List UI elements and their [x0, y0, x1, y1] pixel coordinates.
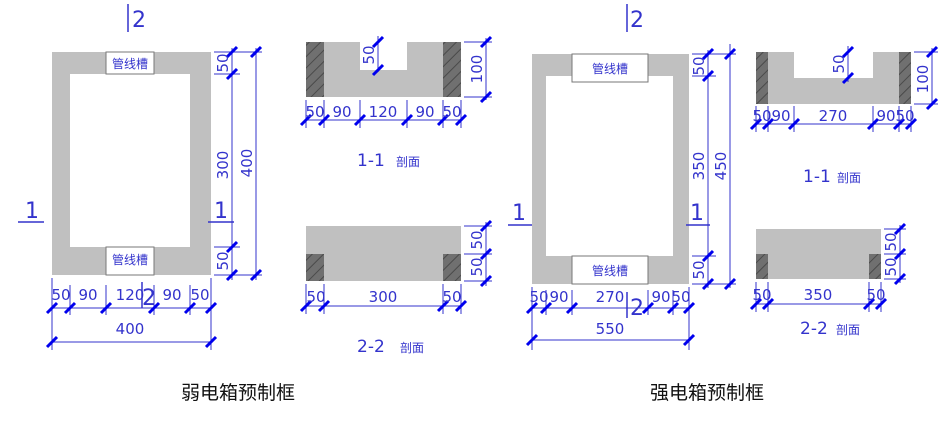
weak-s2-dim-r0: 50 [468, 230, 486, 249]
strong-section-mark-1-right: 1 [690, 201, 704, 226]
weak-dim-b4: 50 [190, 286, 209, 304]
strong-dim-total-height: 450 [712, 152, 730, 181]
strong-s1-dim-notch: 50 [830, 54, 848, 73]
strong-dim-b1: 90 [549, 288, 568, 306]
strong-s1-dim-b4: 50 [895, 107, 914, 125]
weak-s1-dim-notch: 50 [360, 45, 378, 64]
weak-dim-r1: 300 [214, 151, 232, 180]
weak-dim-b0: 50 [51, 286, 70, 304]
weak-dim-total-height: 400 [238, 149, 256, 178]
weak-s2-dim-b2: 50 [442, 288, 461, 306]
weak-s1-dim-b4: 50 [442, 103, 461, 121]
weak-s2-suffix: 剖面 [400, 341, 424, 355]
weak-section-1: 50 100 50 90 120 90 50 1-1 剖面 [299, 35, 493, 171]
weak-dim-r2: 50 [214, 251, 232, 270]
strong-box-plan: 管线槽 管线槽 2 2 1 1 50 90 270 90 50 [508, 4, 737, 350]
strong-s2-label: 2-2 [800, 319, 828, 339]
strong-dim-total-width: 550 [596, 320, 625, 338]
weak-slot-top-label: 管线槽 [112, 56, 148, 71]
weak-dim-b1: 90 [78, 286, 97, 304]
strong-s1-dim-b2: 270 [819, 107, 848, 125]
weak-section-mark-1-right: 1 [214, 199, 228, 224]
strong-s1-label: 1-1 [803, 167, 831, 187]
weak-box-plan: 管线槽 管线槽 2 2 1 1 50 90 120 [18, 4, 263, 350]
weak-dim-r0: 50 [214, 53, 232, 72]
strong-frame [532, 54, 689, 284]
strong-s2-suffix: 剖面 [836, 323, 860, 337]
strong-s2-dim-r1: 50 [882, 257, 900, 276]
weak-dim-b3: 90 [162, 286, 181, 304]
weak-section-mark-2-top: 2 [132, 8, 146, 33]
strong-dim-b0: 50 [529, 288, 548, 306]
weak-section-mark-2-bottom: 2 [142, 286, 156, 311]
strong-s2-dim-b2: 50 [866, 286, 885, 304]
weak-s1-suffix: 剖面 [396, 155, 420, 169]
strong-dim-r0: 50 [690, 56, 708, 75]
weak-s1-dim-b2: 120 [369, 103, 398, 121]
strong-section-1: 50 100 50 90 270 90 50 1-1 剖面 [749, 45, 939, 187]
strong-dim-b3: 90 [651, 288, 670, 306]
strong-section-mark-1-left: 1 [512, 201, 526, 226]
strong-section-2: 50 350 50 50 50 2-2 剖面 [749, 222, 907, 339]
weak-s1-dim-b0: 50 [305, 103, 324, 121]
strong-box-title: 强电箱预制框 [650, 382, 765, 404]
strong-slot-bottom [571, 255, 649, 285]
weak-box-title: 弱电箱预制框 [181, 382, 296, 404]
weak-s2-dim-b1: 300 [369, 288, 398, 306]
weak-s1-dim-b1: 90 [332, 103, 351, 121]
weak-slot-bottom-label: 管线槽 [112, 252, 148, 267]
strong-dim-r1: 350 [690, 152, 708, 181]
strong-dim-r2: 50 [690, 260, 708, 279]
weak-dim-total-width: 400 [116, 320, 145, 338]
weak-section-mark-1-left: 1 [25, 199, 39, 224]
strong-section-mark-2-top: 2 [630, 8, 644, 33]
strong-s1-dim-b1: 90 [771, 107, 790, 125]
strong-slot-top-label: 管线槽 [592, 61, 628, 76]
strong-slot-bottom-label: 管线槽 [592, 263, 628, 278]
weak-s1-dim-b3: 90 [415, 103, 434, 121]
strong-s2-dim-b0: 50 [752, 286, 771, 304]
weak-s2-dim-r1: 50 [468, 257, 486, 276]
weak-s2-label: 2-2 [357, 337, 385, 357]
strong-s2-dim-r0: 50 [882, 232, 900, 251]
strong-s1-suffix: 剖面 [837, 171, 861, 185]
strong-s2-dim-b1: 350 [804, 286, 833, 304]
strong-s1-dim-b3: 90 [876, 107, 895, 125]
weak-s2-dim-b0: 50 [306, 288, 325, 306]
strong-dim-b2: 270 [596, 288, 625, 306]
weak-s1-dim-depth: 100 [468, 55, 486, 84]
strong-slot-top [571, 53, 649, 83]
weak-dim-b2: 120 [116, 286, 145, 304]
strong-s1-dim-b0: 50 [752, 107, 771, 125]
weak-s1-label: 1-1 [357, 151, 385, 171]
weak-frame [52, 52, 211, 275]
weak-slot-bottom [105, 246, 155, 276]
weak-slot-top [105, 51, 155, 75]
weak-section-2: 50 300 50 50 50 2-2 剖面 [299, 219, 493, 357]
strong-s1-dim-depth: 100 [914, 65, 932, 94]
strong-dim-b4: 50 [671, 288, 690, 306]
